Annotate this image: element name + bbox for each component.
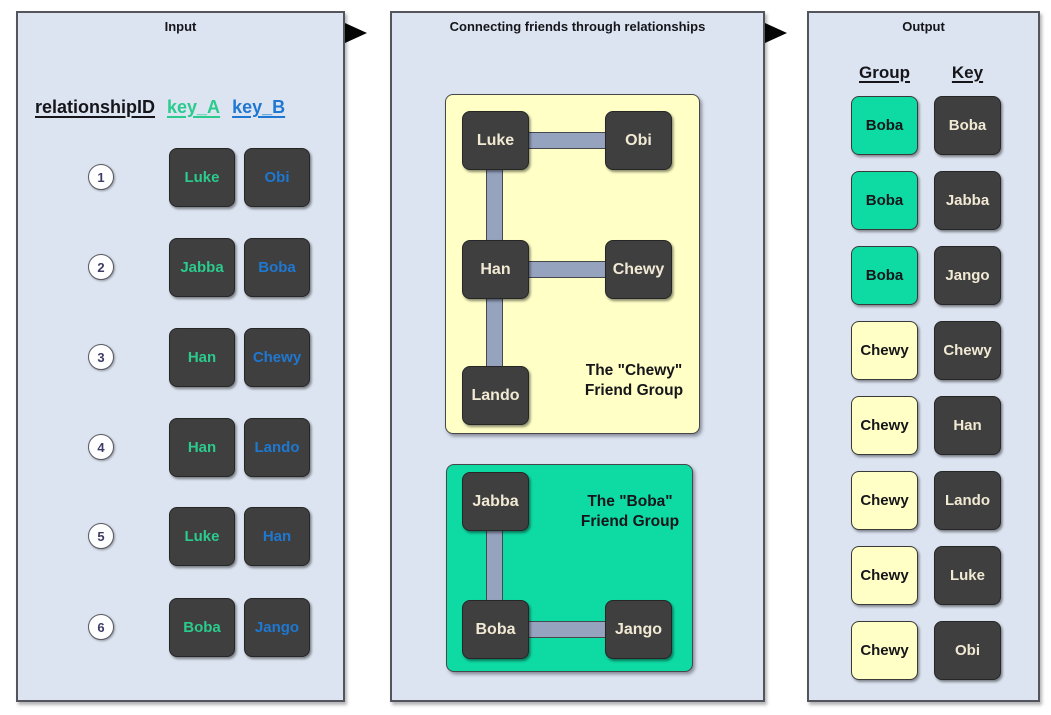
key-b-cell: Chewy <box>244 328 310 387</box>
input-row-6: 6 Boba Jango <box>18 598 343 657</box>
input-row-1: 1 Luke Obi <box>18 148 343 207</box>
header-key-a: key_A <box>167 97 221 117</box>
row-number-badge: 4 <box>88 434 114 460</box>
flow-arrow-icon <box>765 23 787 43</box>
output-panel: Output Group Key Boba Boba Boba Jabba Bo… <box>807 11 1040 702</box>
input-row-3: 3 Han Chewy <box>18 328 343 387</box>
key-cell: Jabba <box>934 171 1001 230</box>
diagram-panel-title: Connecting friends through relationships <box>449 19 706 34</box>
output-panel-title: Output <box>902 19 945 34</box>
row-number-badge: 6 <box>88 614 114 640</box>
output-row-4: Chewy Chewy <box>851 321 1001 380</box>
node-luke: Luke <box>462 111 529 170</box>
header-group: Group <box>859 63 910 82</box>
output-row-3: Boba Jango <box>851 246 1001 305</box>
edge-han-chewy <box>526 261 608 278</box>
input-panel: Input relationshipID key_A key_B 1 Luke … <box>16 11 345 702</box>
output-row-1: Boba Boba <box>851 96 1001 155</box>
header-key-b: key_B <box>232 97 286 117</box>
node-obi: Obi <box>605 111 672 170</box>
boba-friend-group-box: Jabba Boba Jango The "Boba" Friend Group <box>446 464 693 672</box>
group-cell: Chewy <box>851 471 918 530</box>
key-cell: Han <box>934 396 1001 455</box>
edge-han-lando <box>486 296 503 369</box>
node-jabba: Jabba <box>462 472 529 531</box>
key-cell: Chewy <box>934 321 1001 380</box>
row-number-badge: 3 <box>88 344 114 370</box>
edge-luke-han <box>486 167 503 243</box>
key-b-cell: Lando <box>244 418 310 477</box>
input-panel-title: Input <box>164 19 197 34</box>
output-row-8: Chewy Obi <box>851 621 1001 680</box>
key-a-cell: Han <box>169 328 235 387</box>
group-cell: Boba <box>851 171 918 230</box>
output-table: Boba Boba Boba Jabba Boba Jango Chewy Ch… <box>851 96 1001 680</box>
key-cell: Obi <box>934 621 1001 680</box>
key-cell: Luke <box>934 546 1001 605</box>
chewy-group-caption: The "Chewy" Friend Group <box>584 362 684 400</box>
output-row-5: Chewy Han <box>851 396 1001 455</box>
key-cell: Lando <box>934 471 1001 530</box>
output-row-2: Boba Jabba <box>851 171 1001 230</box>
key-a-cell: Han <box>169 418 235 477</box>
node-jango: Jango <box>605 600 672 659</box>
group-cell: Chewy <box>851 546 918 605</box>
key-b-cell: Obi <box>244 148 310 207</box>
key-b-cell: Han <box>244 507 310 566</box>
flow-arrow-icon <box>345 23 367 43</box>
output-row-7: Chewy Luke <box>851 546 1001 605</box>
key-a-cell: Luke <box>169 148 235 207</box>
edge-jabba-boba <box>486 528 503 603</box>
group-cell: Boba <box>851 96 918 155</box>
group-cell: Boba <box>851 246 918 305</box>
node-boba: Boba <box>462 600 529 659</box>
input-row-5: 5 Luke Han <box>18 507 343 566</box>
key-a-cell: Luke <box>169 507 235 566</box>
row-number-badge: 2 <box>88 254 114 280</box>
node-lando: Lando <box>462 366 529 425</box>
output-row-6: Chewy Lando <box>851 471 1001 530</box>
chewy-friend-group-box: Luke Obi Han Chewy Lando The "Chewy" Fri… <box>445 94 700 434</box>
key-a-cell: Jabba <box>169 238 235 297</box>
diagram-panel: Connecting friends through relationships… <box>390 11 765 702</box>
key-cell: Boba <box>934 96 1001 155</box>
key-a-cell: Boba <box>169 598 235 657</box>
input-row-4: 4 Han Lando <box>18 418 343 477</box>
boba-group-caption: The "Boba" Friend Group <box>580 493 680 531</box>
input-row-2: 2 Jabba Boba <box>18 238 343 297</box>
key-cell: Jango <box>934 246 1001 305</box>
group-cell: Chewy <box>851 321 918 380</box>
node-chewy: Chewy <box>605 240 672 299</box>
group-cell: Chewy <box>851 621 918 680</box>
row-number-badge: 5 <box>88 523 114 549</box>
header-relationship-id: relationshipID <box>35 97 156 117</box>
group-cell: Chewy <box>851 396 918 455</box>
key-b-cell: Jango <box>244 598 310 657</box>
input-column-headers: relationshipID key_A key_B <box>35 97 285 118</box>
edge-boba-jango <box>527 621 607 638</box>
header-key: Key <box>951 63 984 82</box>
edge-luke-obi <box>526 132 608 149</box>
row-number-badge: 1 <box>88 164 114 190</box>
node-han: Han <box>462 240 529 299</box>
key-b-cell: Boba <box>244 238 310 297</box>
